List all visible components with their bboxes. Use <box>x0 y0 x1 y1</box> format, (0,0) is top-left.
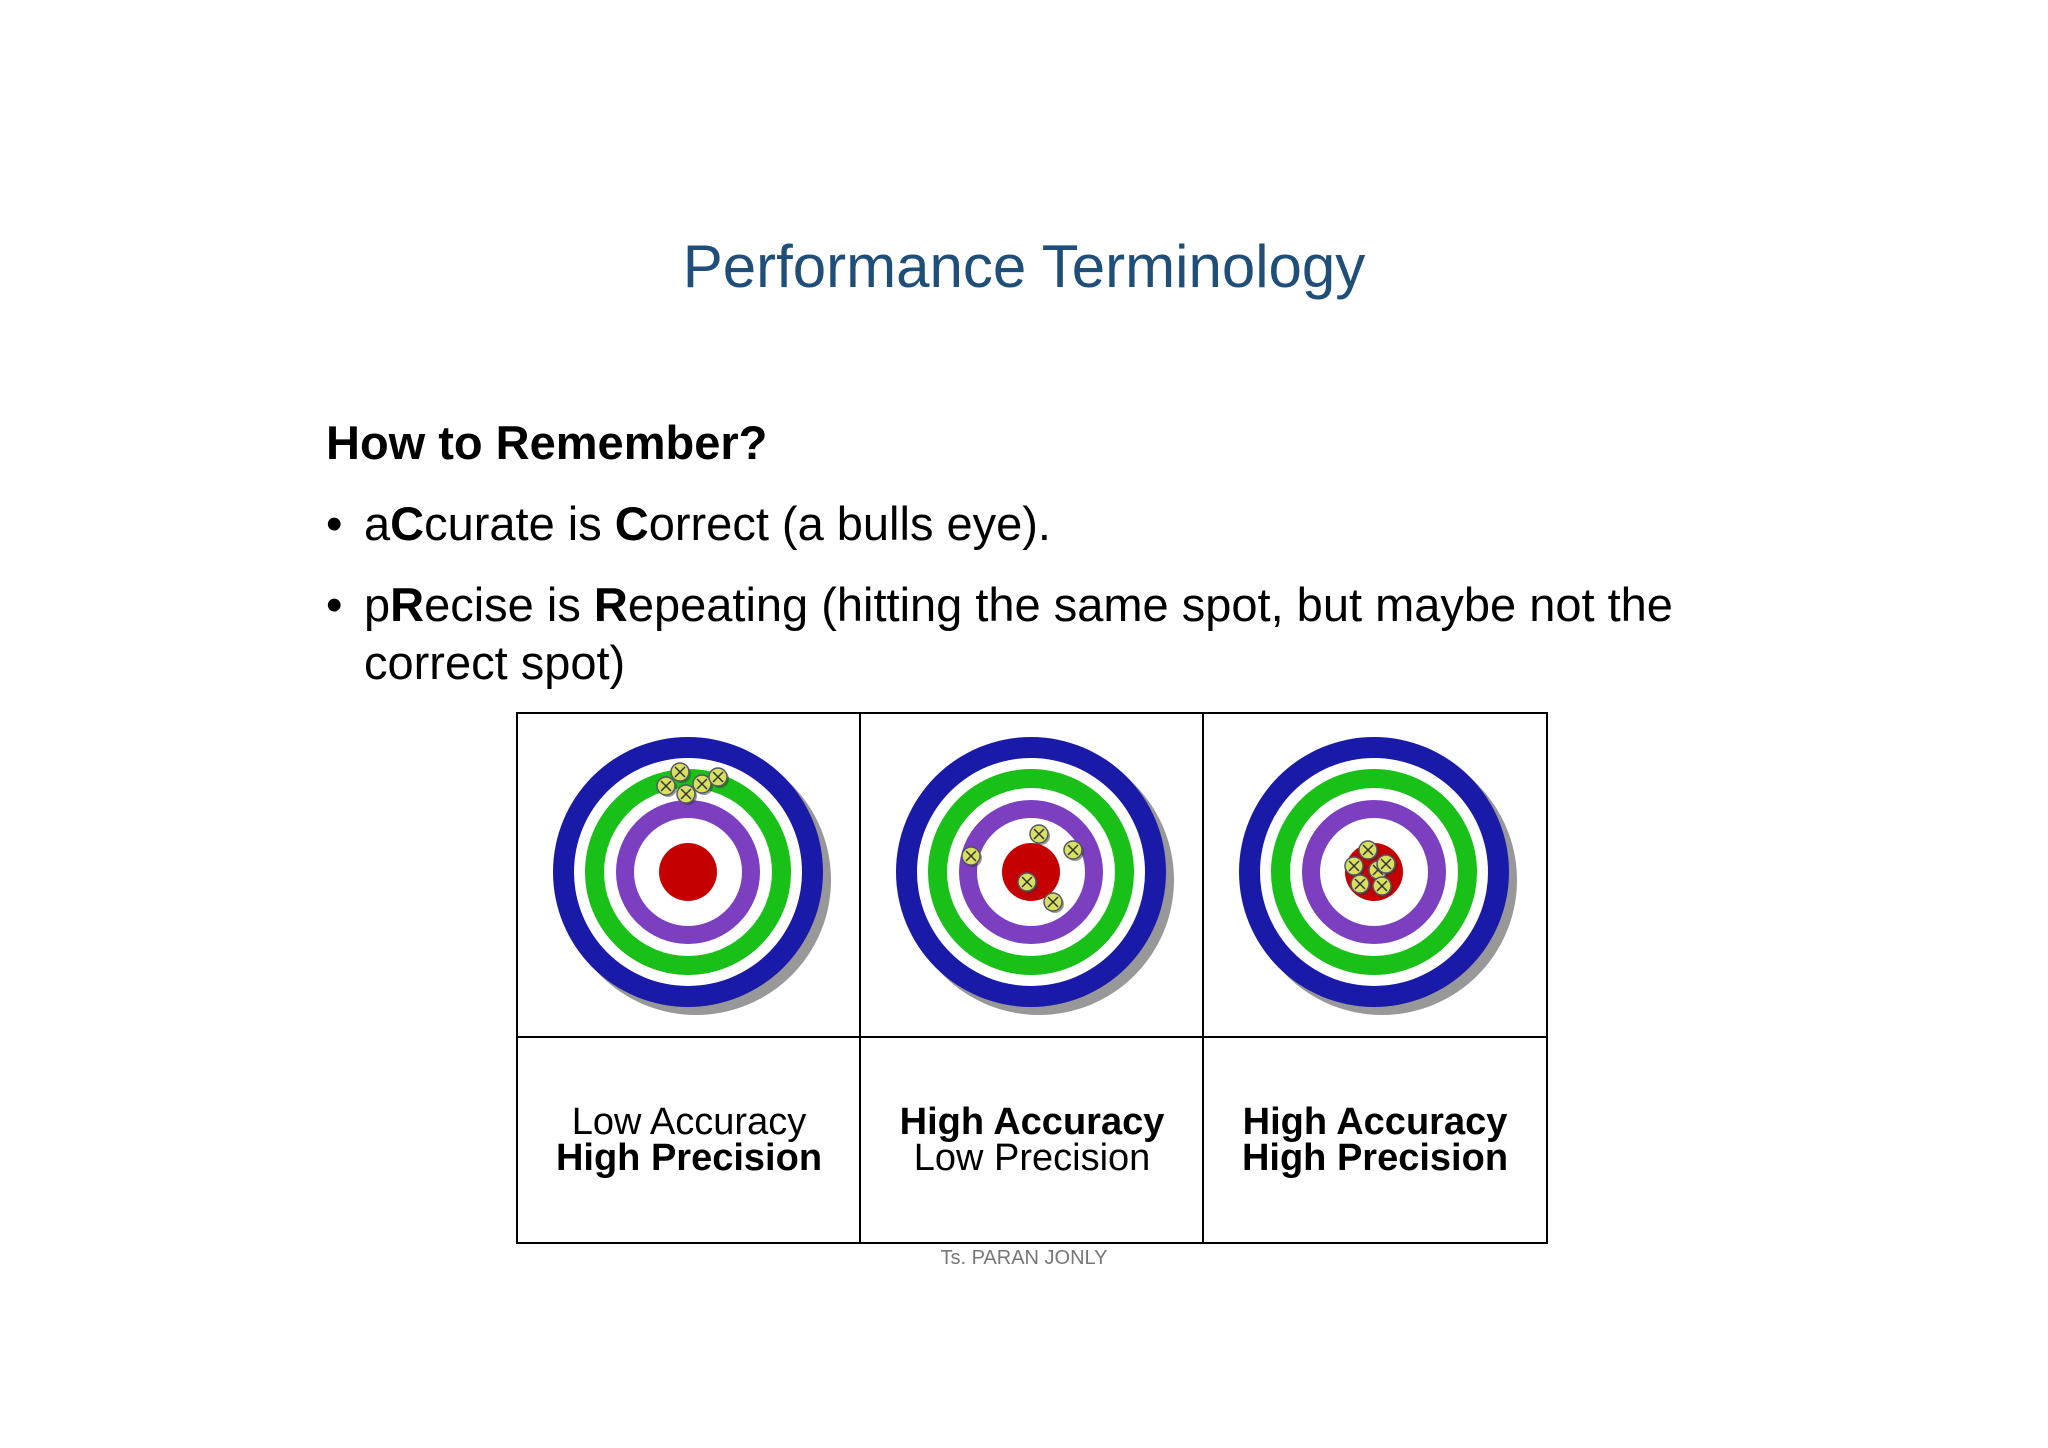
subheading: How to Remember? <box>326 415 767 470</box>
label-cell: High Accuracy High Precision <box>1204 1038 1546 1242</box>
bullet-text: pRecise is Repeating (hitting the same s… <box>364 576 1784 692</box>
footer-author: Ts. PARAN JONLY <box>0 1247 2048 1270</box>
bullet-text-part: a <box>364 497 390 550</box>
accuracy-precision-table: Low Accuracy High Precision High Accurac… <box>516 712 1548 1244</box>
bullet-marker: • <box>326 576 342 634</box>
bullet-text-part: R <box>390 578 424 631</box>
target-image-low-accuracy-high-precision <box>518 722 858 1028</box>
precision-label: High Precision <box>1242 1140 1508 1176</box>
label-cell: High Accuracy Low Precision <box>861 1038 1203 1242</box>
target-image-high-accuracy-high-precision <box>1204 722 1544 1028</box>
target-bullseye <box>659 843 717 901</box>
bullet-text-part: R <box>594 578 628 631</box>
bullet-text-part: orrect (a bulls eye). <box>649 497 1051 550</box>
accuracy-label: High Accuracy <box>900 1104 1165 1140</box>
bullet-text-part: p <box>364 578 390 631</box>
bullet-text: aCcurate is Correct (a bulls eye). <box>364 495 1784 553</box>
precision-label: High Precision <box>556 1140 822 1176</box>
bullet-text-part: C <box>390 497 424 550</box>
label-cell: Low Accuracy High Precision <box>518 1038 860 1242</box>
accuracy-label: Low Accuracy <box>572 1104 806 1140</box>
precision-label: Low Precision <box>914 1140 1151 1176</box>
bullet-text-part: C <box>615 497 649 550</box>
bullet-text-part: ecise is <box>424 578 594 631</box>
bullet-marker: • <box>326 495 342 553</box>
slide-title: Performance Terminology <box>0 232 2048 301</box>
target-image-high-accuracy-low-precision <box>861 722 1201 1028</box>
accuracy-label: High Accuracy <box>1243 1104 1508 1140</box>
bullet-text-part: curate is <box>424 497 615 550</box>
